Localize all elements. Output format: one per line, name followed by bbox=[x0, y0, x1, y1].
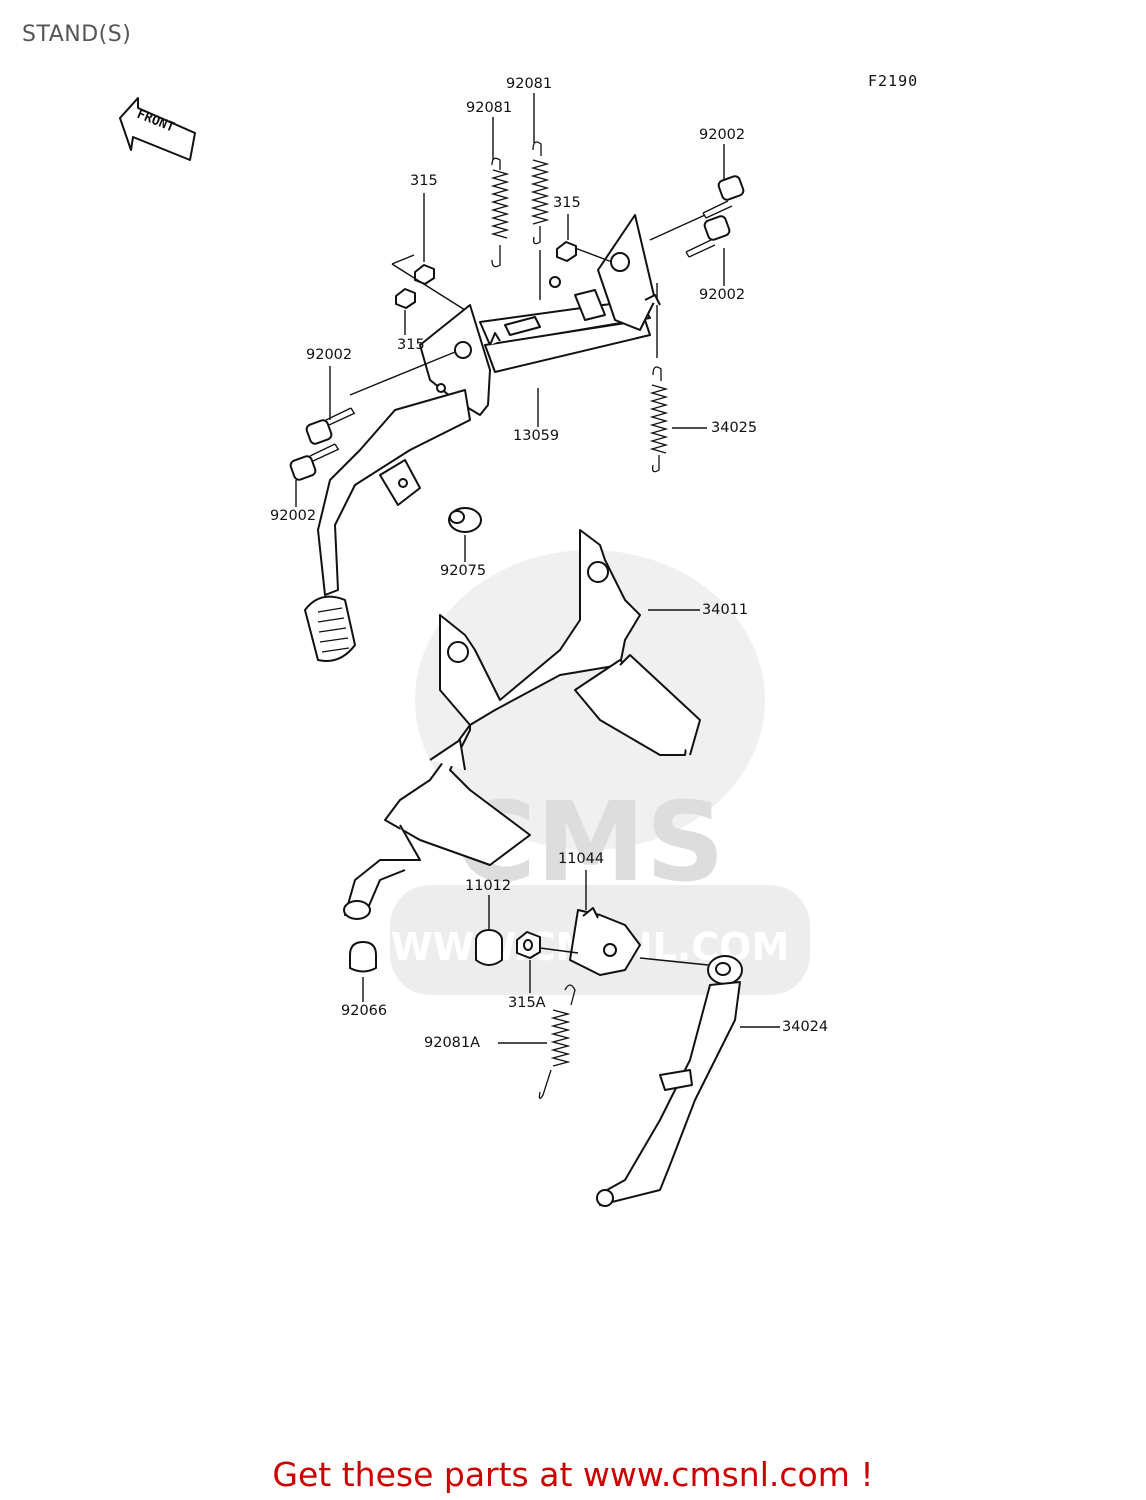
part-label-34024[interactable]: 34024 bbox=[782, 1019, 829, 1035]
collar-11012 bbox=[475, 929, 503, 966]
part-label-92066[interactable]: 92066 bbox=[341, 1003, 388, 1019]
spring-92081-left bbox=[490, 157, 510, 268]
part-label-92002-lower-left[interactable]: 92002 bbox=[270, 508, 317, 524]
leader-lines bbox=[295, 93, 780, 1044]
center-stand-34011 bbox=[343, 529, 701, 920]
side-stand-34024 bbox=[596, 955, 743, 1207]
nut-315-middle bbox=[556, 241, 577, 262]
page-title: STAND(S) bbox=[22, 22, 132, 47]
part-label-92002-right[interactable]: 92002 bbox=[699, 287, 746, 303]
spring-34025 bbox=[649, 366, 669, 473]
bracket-11044 bbox=[569, 907, 641, 976]
part-label-315-upper-left[interactable]: 315 bbox=[410, 173, 438, 189]
part-label-315-lower[interactable]: 315 bbox=[397, 337, 425, 353]
front-arrow-icon: FRONT bbox=[119, 97, 196, 161]
center-stand-pivot-13059 bbox=[304, 214, 661, 662]
nut-315-lower bbox=[395, 288, 416, 309]
nut-315A bbox=[516, 931, 541, 959]
part-label-92002-upper-right[interactable]: 92002 bbox=[699, 127, 746, 143]
spring-92081A bbox=[538, 984, 576, 1099]
part-label-92081-top[interactable]: 92081 bbox=[506, 76, 553, 92]
part-label-34025[interactable]: 34025 bbox=[711, 420, 758, 436]
cap-92066 bbox=[349, 941, 377, 973]
part-label-92075[interactable]: 92075 bbox=[440, 563, 487, 579]
part-label-11044[interactable]: 11044 bbox=[558, 851, 605, 867]
spring-92081-right bbox=[530, 141, 550, 245]
bolt-92002-left bbox=[305, 407, 356, 445]
nut-315-upper-left bbox=[414, 264, 435, 285]
part-label-34011[interactable]: 34011 bbox=[702, 602, 749, 618]
bolt-92002-lower-left bbox=[289, 443, 340, 481]
drawing-code: F2190 bbox=[868, 72, 919, 90]
part-label-315A[interactable]: 315A bbox=[508, 995, 546, 1011]
part-label-315-middle[interactable]: 315 bbox=[553, 195, 581, 211]
promo-link[interactable]: Get these parts at www.cmsnl.com ! bbox=[272, 1455, 874, 1494]
part-label-11012[interactable]: 11012 bbox=[465, 878, 512, 894]
stopper-92075 bbox=[448, 507, 482, 533]
bolt-92002-right bbox=[685, 215, 731, 258]
part-label-92002-left[interactable]: 92002 bbox=[306, 347, 353, 363]
part-label-13059[interactable]: 13059 bbox=[513, 428, 560, 444]
part-label-92081-second[interactable]: 92081 bbox=[466, 100, 513, 116]
bolt-92002-upper-right bbox=[702, 175, 745, 219]
part-label-92081A[interactable]: 92081A bbox=[424, 1035, 481, 1051]
